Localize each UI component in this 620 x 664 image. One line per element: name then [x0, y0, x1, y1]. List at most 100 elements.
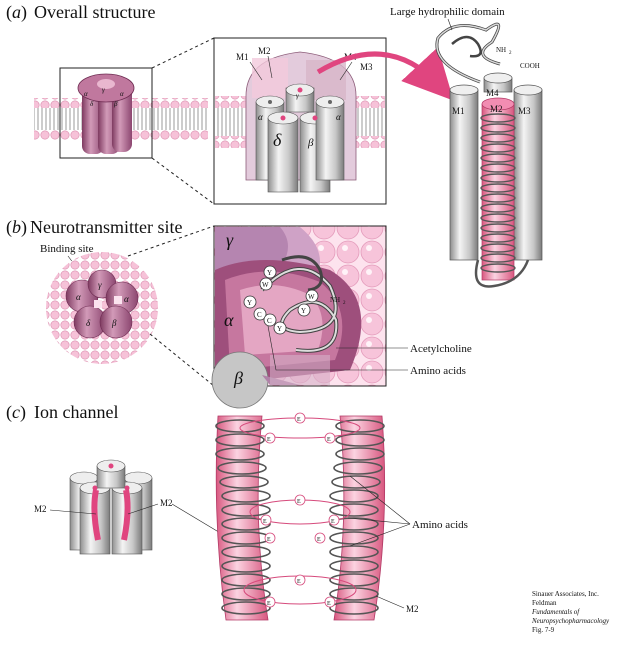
- panel-b-topview: α γ α δ β: [46, 252, 158, 364]
- svg-text:C: C: [267, 317, 272, 325]
- svg-text:(b): (b): [6, 217, 27, 238]
- zoom-alpha-2: α: [336, 112, 341, 122]
- zoom-arrow: [316, 47, 454, 101]
- leader-amino-acids-c-3: [349, 523, 411, 547]
- svg-text:E: E: [267, 601, 271, 607]
- zoom-delta: δ: [273, 130, 282, 150]
- svg-text:β: β: [111, 318, 117, 328]
- leader-amino-acids-b: [267, 325, 408, 371]
- panel-b-zoom: γ α β Y W Y C C Y W Y NH 2: [211, 225, 387, 409]
- helix-label-m4: M4: [486, 88, 499, 98]
- leader-m2-right: [127, 503, 159, 515]
- panel-b-letter: b: [12, 217, 21, 237]
- svg-text:C: C: [257, 311, 262, 319]
- small-delta: δ: [90, 100, 94, 108]
- zoom-line-b-bottom: [149, 333, 215, 387]
- binding-alpha: α: [224, 310, 234, 330]
- panel-c-letter: c: [12, 402, 20, 422]
- panel-a-title: (a) Overall structure: [6, 2, 155, 23]
- leader-amino-acids-c-2: [347, 517, 411, 525]
- helix-label-m2: M2: [490, 104, 503, 114]
- label-nh2: NH 2: [496, 46, 512, 56]
- svg-text:E: E: [297, 579, 301, 585]
- small-gamma: γ: [102, 86, 105, 94]
- zoom-line-a-bottom: [151, 157, 215, 205]
- svg-text:Sinauer Associates, Inc.: Sinauer Associates, Inc.: [532, 590, 599, 598]
- svg-text:(a): (a): [6, 2, 27, 23]
- svg-text:NH: NH: [330, 296, 340, 304]
- svg-text:α: α: [124, 294, 129, 304]
- leader-amino-acids-c-1: [349, 475, 411, 525]
- zoom-box-a: [59, 67, 153, 159]
- small-alpha-1: α: [84, 90, 88, 98]
- svg-text:E: E: [297, 417, 301, 423]
- leader-large-domain: [447, 18, 453, 31]
- credit-block: Sinauer Associates, Inc. Feldman Fundame…: [531, 590, 610, 634]
- svg-text:Y: Y: [301, 307, 306, 315]
- svg-text:Y: Y: [277, 325, 282, 333]
- label-m2-channel: M2: [406, 604, 419, 614]
- panel-a-letter: a: [12, 2, 21, 22]
- zoom-cylinders: [255, 83, 345, 193]
- leader-m2-left: [49, 509, 97, 515]
- svg-text:2: 2: [343, 301, 346, 306]
- zoom-label-m1: M1: [236, 52, 249, 62]
- label-large-hydrophilic-domain: Large hydrophilic domain: [390, 6, 505, 18]
- panel-b-title: (b) Neurotransmitter site: [6, 217, 182, 238]
- label-cooh: COOH: [520, 62, 540, 70]
- binding-nh2: NH 2: [330, 296, 346, 306]
- svg-text:E: E: [267, 537, 271, 543]
- label-binding-site: Binding site: [40, 243, 94, 255]
- svg-text:α: α: [76, 292, 81, 302]
- zoom-gamma: γ: [296, 92, 299, 100]
- panel-c-channel-small: [69, 459, 153, 555]
- small-beta: β: [113, 100, 118, 108]
- label-amino-acids-b: Amino acids: [410, 365, 466, 377]
- svg-text:Fundamentals of: Fundamentals of: [531, 608, 580, 616]
- channel-residues: E E E E E E E E E E E: [260, 412, 340, 608]
- leader-m2-channel: [375, 595, 405, 609]
- svg-text:γ: γ: [98, 280, 102, 290]
- binding-beta: β: [233, 368, 243, 388]
- svg-text:E: E: [263, 519, 267, 525]
- svg-text:W: W: [262, 281, 269, 289]
- svg-text:Feldman: Feldman: [532, 599, 557, 607]
- helix-label-m3: M3: [518, 106, 531, 116]
- svg-text:E: E: [267, 437, 271, 443]
- svg-text:NH: NH: [496, 46, 506, 54]
- svg-text:(c): (c): [6, 402, 26, 423]
- svg-text:E: E: [297, 499, 301, 505]
- panel-a-heading: Overall structure: [34, 2, 155, 22]
- zoom-line-a-top: [151, 37, 215, 69]
- svg-text:Fig. 7-9: Fig. 7-9: [532, 626, 555, 634]
- panel-c-heading: Ion channel: [34, 402, 118, 422]
- svg-text:E: E: [331, 519, 335, 525]
- panel-c-title: (c) Ion channel: [6, 402, 118, 423]
- svg-text:Y: Y: [267, 269, 272, 277]
- label-m2-left: M2: [34, 504, 47, 514]
- label-acetylcholine: Acetylcholine: [410, 343, 472, 355]
- panel-a-receptor-small: α γ α δ β: [77, 73, 135, 154]
- binding-residues: Y W Y C C Y W Y: [243, 265, 319, 335]
- zoom-label-m3: M3: [360, 62, 373, 72]
- svg-text:E: E: [327, 437, 331, 443]
- subunit-helices: M1 M4 M2 M3: [435, 22, 543, 288]
- svg-text:E: E: [317, 537, 321, 543]
- zoom-beta: β: [307, 137, 314, 149]
- panel-c-channel-large: E E E E E E E E E E E: [215, 412, 386, 621]
- svg-text:Y: Y: [247, 299, 252, 307]
- binding-gamma: γ: [226, 230, 234, 250]
- helix-label-m1: M1: [452, 106, 465, 116]
- svg-text:δ: δ: [86, 318, 91, 328]
- zoom-alpha-1: α: [258, 112, 263, 122]
- svg-text:E: E: [327, 601, 331, 607]
- panel-a-zoom: δ β α α γ M1 M2 M4 M3: [213, 37, 387, 205]
- svg-text:2: 2: [509, 51, 512, 56]
- label-amino-acids-c: Amino acids: [412, 519, 468, 531]
- panel-b-heading: Neurotransmitter site: [30, 217, 182, 237]
- svg-text:Neuropsychopharmacology: Neuropsychopharmacology: [531, 617, 610, 625]
- svg-text:W: W: [308, 293, 315, 301]
- small-alpha-2: α: [120, 90, 124, 98]
- zoom-label-m2: M2: [258, 46, 271, 56]
